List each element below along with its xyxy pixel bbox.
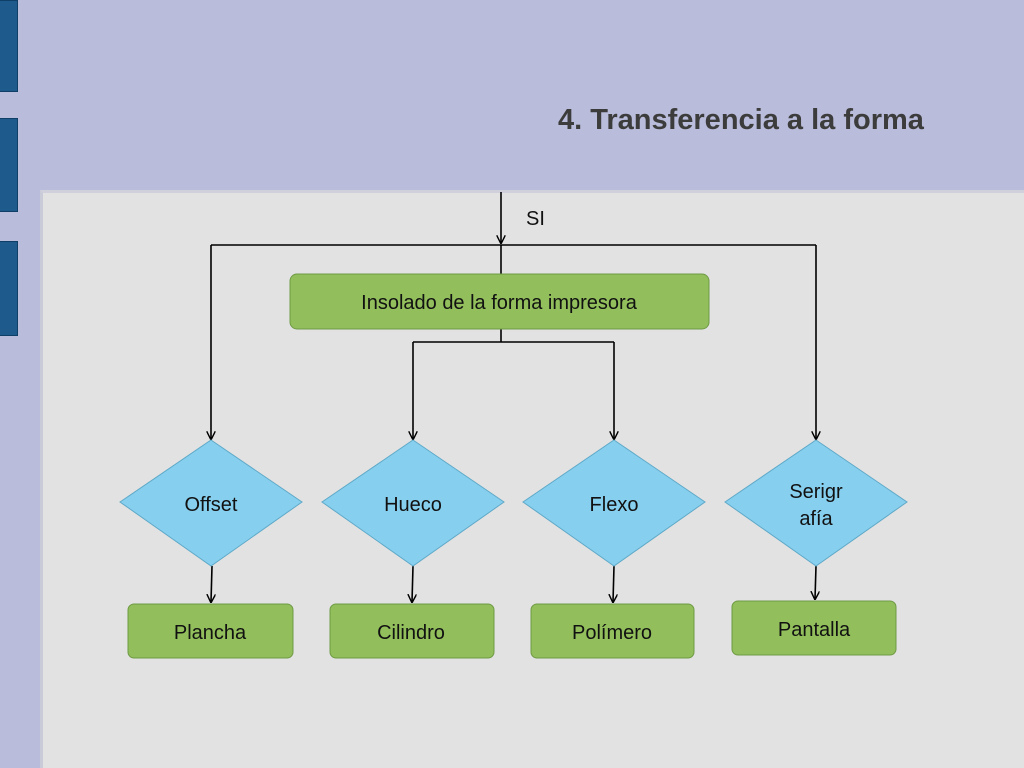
result-cilindro: Cilindro [329, 603, 495, 659]
decision-diamond [522, 439, 706, 567]
decision-serigrafia: Serigr afía [724, 439, 908, 567]
side-tab-1 [0, 0, 18, 92]
result-label: Polímero [572, 622, 652, 644]
process-box [289, 273, 710, 330]
result-plancha: Plancha [127, 603, 294, 659]
process-node: Insolado de la forma impresora [289, 273, 710, 330]
result-label: Plancha [174, 622, 247, 644]
result-box [329, 603, 495, 659]
connectors [211, 192, 816, 602]
arrow-to-cilindro [412, 565, 413, 602]
result-box [530, 603, 695, 659]
decision-offset: Offset [119, 439, 303, 567]
side-tab-2 [0, 118, 18, 212]
decision-label: Hueco [384, 494, 442, 516]
arrow-to-polimero [613, 565, 614, 602]
result-box [731, 600, 897, 656]
decision-flexo: Flexo [522, 439, 706, 567]
decision-label-line-1: Serigr [789, 481, 843, 503]
decision-diamond [724, 439, 908, 567]
slide-title: 4. Transferencia a la forma [558, 104, 924, 136]
decision-diamond [321, 439, 505, 567]
condition-label: SI [526, 208, 545, 230]
result-label: Cilindro [377, 622, 445, 644]
arrow-to-pantalla [815, 565, 816, 599]
side-tab-3 [0, 241, 18, 336]
decision-label: Offset [185, 494, 238, 516]
result-polimero: Polímero [530, 603, 695, 659]
result-label: Pantalla [778, 619, 851, 641]
result-pantalla: Pantalla [731, 600, 897, 656]
arrow-to-plancha [211, 565, 212, 602]
decision-label-line-2: afía [799, 508, 833, 530]
decision-hueco: Hueco [321, 439, 505, 567]
decision-diamond [119, 439, 303, 567]
decision-label: Flexo [590, 494, 639, 516]
process-label: Insolado de la forma impresora [361, 292, 638, 314]
result-box [127, 603, 294, 659]
